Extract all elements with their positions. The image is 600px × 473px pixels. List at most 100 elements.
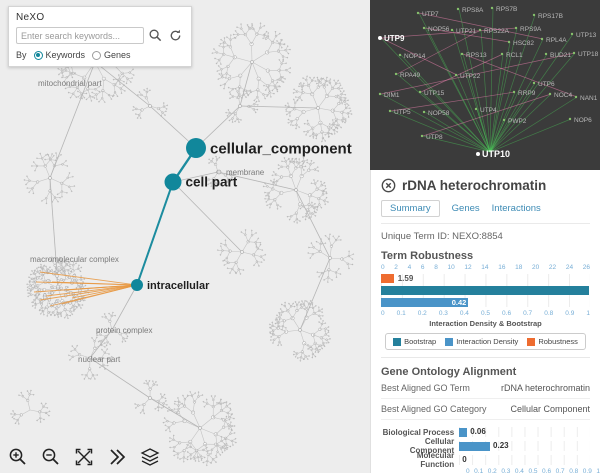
radio-genes-label: Genes	[104, 50, 131, 60]
search-input[interactable]	[16, 27, 144, 44]
search-mode-group: By Keywords Genes	[16, 50, 184, 60]
reset-search-button[interactable]	[168, 28, 184, 44]
svg-text:UTP15: UTP15	[424, 90, 445, 97]
robustness-swatch	[527, 337, 536, 346]
go-category-row: Best Aligned GO Category Cellular Compon…	[381, 399, 590, 420]
svg-text:DIM1: DIM1	[384, 92, 400, 99]
robustness-axis-title: Interaction Density & Bootstrap	[429, 319, 542, 328]
svg-text:NOP58: NOP58	[428, 110, 450, 117]
ontology-canvas[interactable]: mitochondrial part membrane macromolecular…	[0, 0, 370, 473]
svg-text:cell part: cell part	[186, 175, 238, 190]
svg-text:RPS8A: RPS8A	[462, 7, 484, 14]
app-title: NeXO	[16, 12, 45, 23]
svg-text:intracellular: intracellular	[147, 280, 210, 292]
robustness-value-label: 1.59	[397, 274, 414, 283]
svg-text:RPS9A: RPS9A	[520, 26, 542, 33]
radio-unselected-icon	[92, 50, 102, 60]
svg-text:BUD21: BUD21	[550, 52, 571, 59]
svg-text:RPA49: RPA49	[400, 72, 420, 79]
svg-text:RRP9: RRP9	[518, 90, 536, 97]
go-category-label: Best Aligned GO Category	[381, 404, 487, 414]
go-category-value: Cellular Component	[510, 404, 590, 414]
svg-text:UTP9: UTP9	[384, 34, 405, 43]
svg-text:mitochondrial part: mitochondrial part	[38, 79, 102, 88]
interaction-density-value-label: 0.42	[451, 298, 467, 307]
canvas-toolbar	[8, 446, 162, 468]
bootstrap-legend-label: Bootstrap	[404, 337, 437, 346]
svg-text:UTP4: UTP4	[480, 107, 497, 114]
unique-term-id: Unique Term ID: NEXO:8854	[381, 231, 590, 242]
tab-genes[interactable]: Genes	[451, 203, 480, 214]
search-by-label: By	[16, 50, 27, 60]
go-term-value: rDNA heterochromatin	[500, 383, 590, 393]
close-icon	[381, 178, 396, 193]
zoom-in-icon	[9, 448, 26, 465]
svg-text:nuclear part: nuclear part	[78, 355, 121, 364]
term-title: rDNA heterochromatin	[402, 178, 547, 193]
svg-text:UTP8: UTP8	[426, 134, 443, 141]
term-details-panel: rDNA heterochromatin Summary Genes Inter…	[370, 170, 600, 473]
go-term-row: Best Aligned GO Term rDNA heterochromati…	[381, 378, 590, 399]
svg-text:macromolecular complex: macromolecular complex	[30, 255, 119, 264]
term-id-value: NEXO:8854	[452, 231, 503, 242]
svg-text:RCL1: RCL1	[506, 52, 523, 59]
svg-text:membrane: membrane	[226, 168, 265, 177]
collapse-tree-button[interactable]	[107, 446, 129, 468]
robustness-bar	[381, 274, 394, 283]
tab-summary[interactable]: Summary	[381, 200, 440, 217]
go-alignment-heading: Gene Ontology Alignment	[381, 366, 517, 378]
svg-text:NOC4: NOC4	[554, 92, 572, 99]
fit-content-button[interactable]	[74, 446, 96, 468]
svg-text:UTP7: UTP7	[422, 11, 439, 18]
go-term-label: Best Aligned GO Term	[381, 383, 470, 393]
robustness-plot: 1.59 0.42	[381, 274, 590, 307]
radio-keywords[interactable]: Keywords	[33, 50, 86, 60]
tab-interactions[interactable]: Interactions	[491, 203, 541, 214]
radio-keywords-label: Keywords	[45, 50, 86, 60]
robustness-legend-label: Robustness	[538, 337, 578, 346]
robustness-legend: Bootstrap Interaction Density Robustness	[385, 333, 586, 350]
bootstrap-bar	[381, 286, 589, 295]
svg-text:RPS7B: RPS7B	[496, 6, 517, 13]
svg-text:UTP10: UTP10	[482, 149, 510, 159]
interaction-density-legend-label: Interaction Density	[456, 337, 519, 346]
collapse-tree-icon	[110, 449, 126, 465]
search-panel: NeXO By	[8, 6, 192, 67]
bootstrap-swatch	[393, 337, 402, 346]
svg-text:NOP56: NOP56	[428, 26, 450, 33]
zoom-in-button[interactable]	[8, 446, 30, 468]
term-id-label: Unique Term ID:	[381, 231, 450, 242]
reset-icon	[170, 29, 181, 41]
zoom-out-icon	[42, 448, 59, 465]
details-tabs: Summary Genes Interactions	[381, 200, 590, 224]
term-robustness-heading: Term Robustness	[381, 250, 474, 262]
svg-text:cellular_component: cellular_component	[210, 140, 352, 157]
svg-text:NOP14: NOP14	[404, 53, 426, 60]
svg-text:UTP22: UTP22	[460, 73, 481, 80]
fit-content-icon	[75, 448, 93, 466]
radio-genes[interactable]: Genes	[92, 50, 131, 60]
radio-selected-icon	[33, 50, 43, 60]
svg-text:HSC82: HSC82	[513, 40, 534, 47]
interaction-density-bar: 0.42	[381, 298, 469, 307]
search-button[interactable]	[148, 28, 164, 44]
interaction-density-swatch	[445, 337, 454, 346]
svg-text:UTP18: UTP18	[578, 51, 599, 58]
svg-text:UTP5: UTP5	[394, 109, 411, 116]
search-icon	[149, 29, 162, 42]
zoom-out-button[interactable]	[41, 446, 63, 468]
layers-button[interactable]	[140, 446, 162, 468]
ontology-graph[interactable]: mitochondrial part membrane macromolecular…	[0, 0, 370, 473]
close-details-button[interactable]	[381, 178, 396, 193]
